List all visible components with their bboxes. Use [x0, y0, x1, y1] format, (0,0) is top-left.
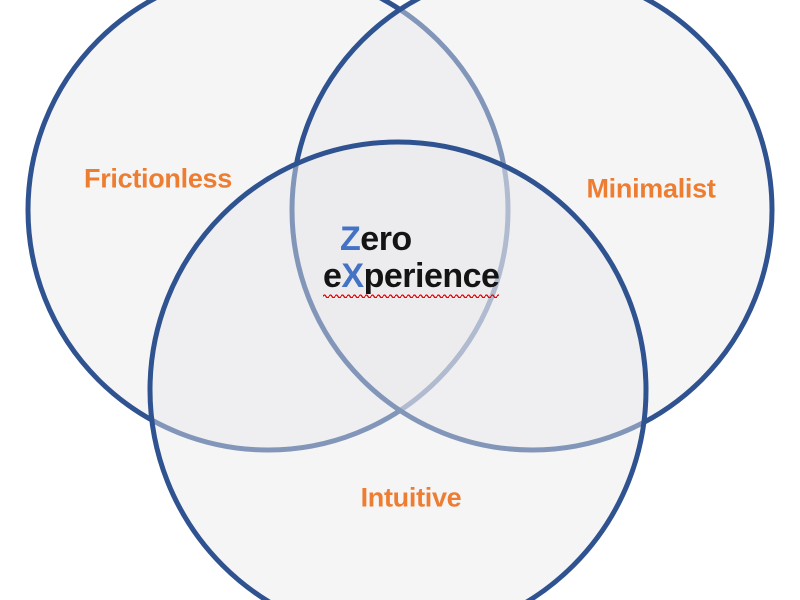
center-line2-word: eXperience: [323, 257, 500, 298]
center-line1-rest: ero: [360, 220, 412, 258]
center-label: Zero eXperience: [323, 221, 500, 298]
center-letter-x: X: [341, 257, 364, 295]
center-label-line1: Zero: [340, 221, 499, 258]
center-line2-prefix: e: [323, 257, 342, 295]
set-label-frictionless: Frictionless: [84, 163, 232, 194]
spellcheck-squiggle-underline: [323, 293, 500, 298]
set-label-minimalist: Minimalist: [586, 173, 716, 204]
circle-frictionless: [25, 0, 511, 453]
circle-intuitive: [147, 139, 649, 600]
circle-minimalist: [289, 0, 775, 453]
center-line2-rest: perience: [363, 257, 500, 295]
center-letter-z: Z: [340, 220, 361, 258]
center-label-line2: eXperience: [323, 257, 500, 298]
set-label-intuitive: Intuitive: [360, 482, 462, 513]
